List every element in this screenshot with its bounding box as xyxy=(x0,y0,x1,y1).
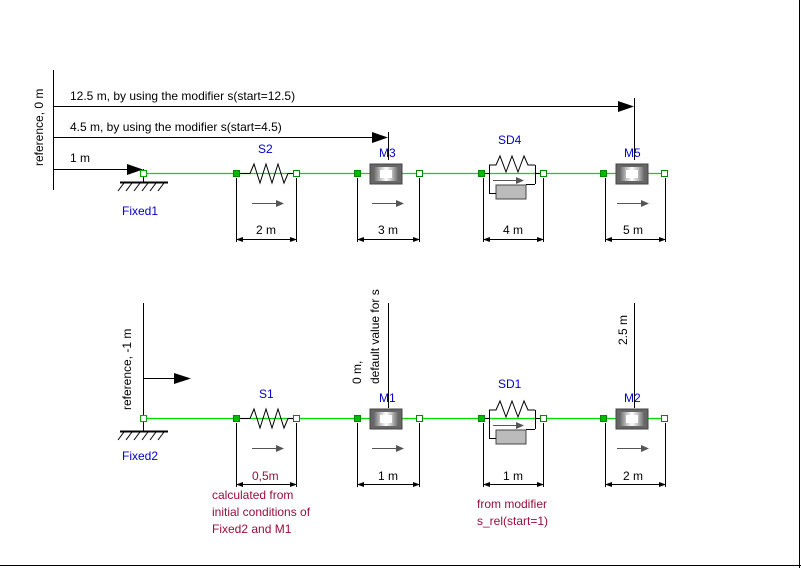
component-s1[interactable]: S1 0,5m calculated from initial conditio… xyxy=(212,387,311,536)
arrow-12-5-label: 12.5 m, by using the modifier s(start=12… xyxy=(70,89,295,103)
top-row: reference, 0 m 12.5 m, by using the modi… xyxy=(32,70,668,242)
fixed1[interactable]: Fixed1 xyxy=(117,169,168,218)
m2-label: M2 xyxy=(624,391,641,405)
s1-note-line3: Fixed2 and M1 xyxy=(212,522,292,536)
m1-vertical-label-2: default value for s xyxy=(368,289,382,384)
component-m1[interactable]: 0 m, default value for s M1 1 m xyxy=(350,289,423,487)
arrow-1-label: 1 m xyxy=(70,151,90,165)
sd4-label: SD4 xyxy=(498,133,522,147)
arrow-1: 1 m xyxy=(53,151,143,175)
spring-icon xyxy=(240,162,293,185)
fixed1-label: Fixed1 xyxy=(122,204,158,218)
component-s2[interactable]: S2 2 m xyxy=(233,142,300,242)
m2-dimension: 2 m xyxy=(623,469,643,483)
spring-icon xyxy=(240,407,293,430)
component-sd1[interactable]: SD1 1 m from modifier s_rel(s xyxy=(477,377,548,528)
mass-block-icon xyxy=(369,408,403,430)
sd1-note-line2: s_rel(start=1) xyxy=(477,514,548,528)
mass-block-icon xyxy=(615,163,649,185)
m5-dimension: 5 m xyxy=(623,223,643,237)
spring-damper-icon xyxy=(485,154,540,200)
m3-label: M3 xyxy=(379,146,396,160)
s2-label: S2 xyxy=(258,142,273,156)
component-m2[interactable]: 2.5 m M2 2 m xyxy=(600,303,668,487)
component-m3[interactable]: M3 3 m xyxy=(354,146,423,242)
m1-vertical-label-1: 0 m, xyxy=(350,361,364,384)
s1-note-line1: calculated from xyxy=(212,488,293,502)
m1-dimension: 1 m xyxy=(378,469,398,483)
m5-label: M5 xyxy=(624,146,641,160)
component-sd4[interactable]: SD4 4 m xyxy=(478,133,547,242)
arrow-12-5: 12.5 m, by using the modifier s(start=12… xyxy=(53,89,635,160)
m3-dimension: 3 m xyxy=(378,223,398,237)
s2-dimension: 2 m xyxy=(256,223,276,237)
bottom-reference-arrow xyxy=(143,373,191,384)
top-reference-label: reference, 0 m xyxy=(32,89,46,166)
mass-block-icon xyxy=(369,163,403,185)
sd1-label: SD1 xyxy=(498,377,522,391)
fixed2[interactable]: Fixed2 xyxy=(117,418,168,463)
mass-block-icon xyxy=(615,408,649,430)
spring-damper-icon xyxy=(485,399,540,445)
component-m5[interactable]: M5 5 m xyxy=(600,146,668,242)
ground-hatch-icon xyxy=(117,182,165,192)
arrow-4-5-label: 4.5 m, by using the modifier s(start=4.5… xyxy=(70,120,282,134)
arrow-4-5: 4.5 m, by using the modifier s(start=4.5… xyxy=(53,120,389,160)
sd1-dimension: 1 m xyxy=(503,469,523,483)
ground-hatch-icon xyxy=(117,431,165,441)
sd4-dimension: 4 m xyxy=(503,223,523,237)
m1-label: M1 xyxy=(379,391,396,405)
s1-note-line2: initial conditions of xyxy=(212,505,311,519)
s1-dimension: 0,5m xyxy=(252,469,279,483)
sd1-note-line1: from modifier xyxy=(477,497,547,511)
bottom-reference-label: reference, -1 m xyxy=(120,329,134,410)
bottom-row: reference, -1 m Fixed2 S1 xyxy=(117,289,668,536)
s1-label: S1 xyxy=(259,387,274,401)
m2-vertical-label: 2.5 m xyxy=(616,315,630,345)
fixed2-label: Fixed2 xyxy=(122,449,158,463)
